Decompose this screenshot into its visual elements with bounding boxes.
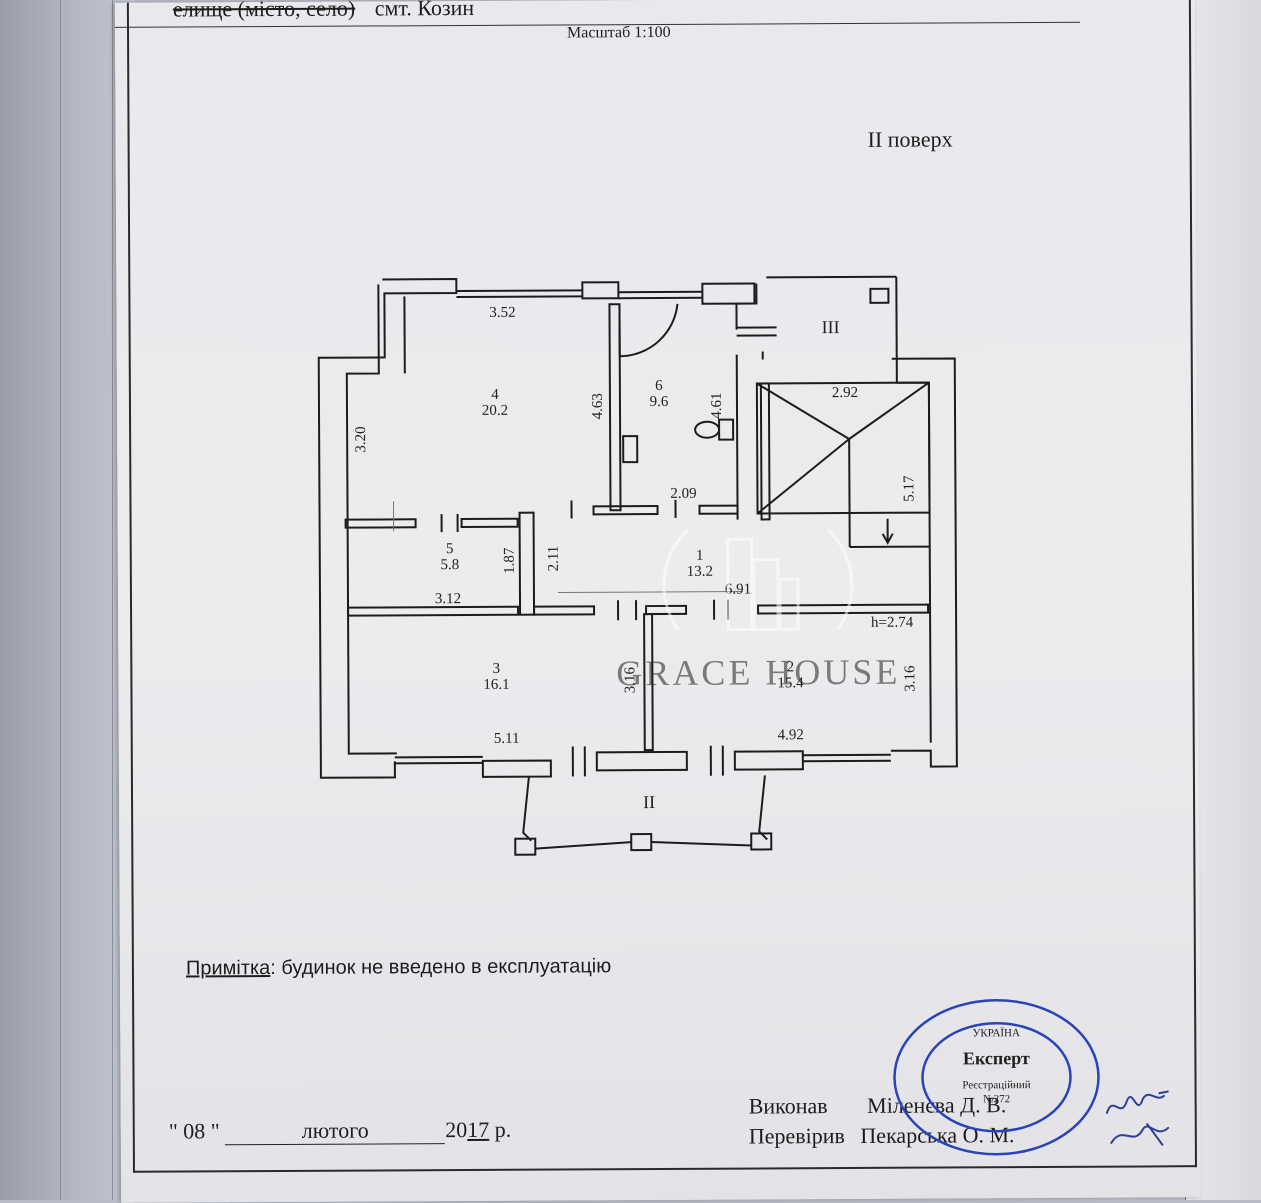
wall-pier (483, 761, 551, 777)
partition-wall (520, 513, 535, 615)
partition-wall (346, 519, 416, 527)
room2-number: 2 (787, 659, 795, 675)
stair-diagonal (757, 439, 849, 513)
partition-wall (462, 519, 518, 527)
floor-plan: 3.52 3.20 4 20.2 4.63 6 9.6 4.61 ІІІ 2.9… (115, 0, 1200, 903)
signature-scribble (1103, 1083, 1183, 1153)
date-year-unit: р. (495, 1117, 512, 1142)
date-year-prefix: 20 (445, 1117, 467, 1142)
partition-wall (737, 355, 738, 520)
room4-number: 4 (491, 387, 499, 403)
room1-number: 1 (696, 548, 704, 564)
balcony-post (631, 834, 651, 850)
partition-wall (761, 383, 770, 519)
toilet-icon (695, 422, 719, 438)
checked-label: Перевірив (749, 1123, 845, 1149)
wall-pier (702, 283, 754, 303)
expert-stamp: УКРАЇНА Експерт Реєстраційний №272 (890, 996, 1103, 1159)
partition-wall (646, 606, 686, 614)
dim-stair-length: 5.17 (901, 475, 917, 502)
balcony-rail (535, 842, 631, 849)
dim-room5-height: 1.87 (502, 547, 518, 574)
room3-area: 16.1 (483, 677, 509, 693)
partition-wall (700, 506, 738, 514)
stamp-reg-number: №272 (983, 1093, 1010, 1105)
balcony-rail (651, 842, 751, 847)
room4-area: 20.2 (482, 403, 508, 419)
sink-icon (623, 436, 637, 462)
partition-wall (534, 606, 594, 614)
ceiling-height: h=2.74 (871, 615, 914, 631)
dim-room5-width: 3.12 (435, 591, 461, 607)
balcony-label: ІІ (643, 792, 655, 812)
room6-number: 6 (655, 378, 663, 394)
note-text: : будинок не введено в експлуатацію (270, 955, 611, 979)
date-month: лютого (225, 1117, 445, 1145)
room6-area: 9.6 (650, 394, 669, 410)
window (456, 296, 582, 297)
date-day: " 08 " (169, 1118, 220, 1143)
note-line: Примітка: будинок не введено в експлуата… (186, 955, 611, 980)
room3-number: 3 (493, 661, 501, 677)
stamp-title: Експерт (963, 1048, 1030, 1068)
partition-wall (644, 614, 653, 750)
binder-crease (112, 0, 113, 1200)
stamp-reg-label: Реєстраційний (962, 1079, 1030, 1091)
wall-pier (735, 751, 803, 769)
stair-diagonal (849, 383, 929, 439)
dim-corridor-depth: 2.11 (546, 546, 562, 572)
room1-area: 13.2 (687, 564, 713, 580)
stair-landing-wall (766, 277, 896, 278)
note-label: Примітка (186, 957, 270, 979)
balcony-rail (523, 777, 531, 841)
stamp-country: УКРАЇНА (973, 1027, 1020, 1039)
balcony-post (515, 839, 535, 855)
dim-room2-height: 3.16 (902, 665, 918, 692)
performed-label: Виконав (749, 1093, 828, 1118)
wall-pier (597, 752, 687, 770)
dim-room1-width: 6.91 (725, 582, 751, 598)
dim-room6-height: 4.61 (709, 393, 725, 419)
dimension-line (558, 592, 742, 593)
binder-edge (0, 0, 135, 1200)
balcony-rail (759, 775, 767, 839)
dim-room4-height: 4.63 (590, 393, 606, 419)
dim-room3-height: 3.16 (622, 666, 638, 693)
dim-left-height: 3.20 (353, 426, 369, 452)
window (456, 290, 582, 291)
dim-corridor-top: 2.09 (670, 486, 696, 502)
dim-stair-width: 2.92 (832, 385, 858, 401)
outer-wall (889, 358, 957, 766)
wall-pier (582, 282, 618, 298)
partition-wall (594, 506, 658, 514)
stair-label: ІІІ (822, 317, 840, 337)
room5-area: 5.8 (440, 557, 459, 573)
date-year-suffix: 17 (467, 1117, 489, 1142)
binder-crease (60, 0, 61, 1200)
dim-top-left: 3.52 (489, 305, 515, 321)
door-swing (619, 304, 677, 356)
room2-area: 15.4 (777, 675, 804, 691)
room5-number: 5 (446, 541, 454, 557)
dim-room2-width: 4.92 (778, 727, 804, 743)
document-page: елище (місто, село) смт. Козин Масштаб 1… (115, 0, 1201, 1203)
toilet-icon (719, 420, 733, 440)
stair-diagonal (849, 439, 850, 547)
dim-room3-width: 5.11 (494, 731, 520, 747)
partition-wall (758, 605, 928, 614)
partition-wall (348, 607, 518, 616)
chimney-block (870, 289, 888, 303)
balcony-post (751, 833, 771, 849)
